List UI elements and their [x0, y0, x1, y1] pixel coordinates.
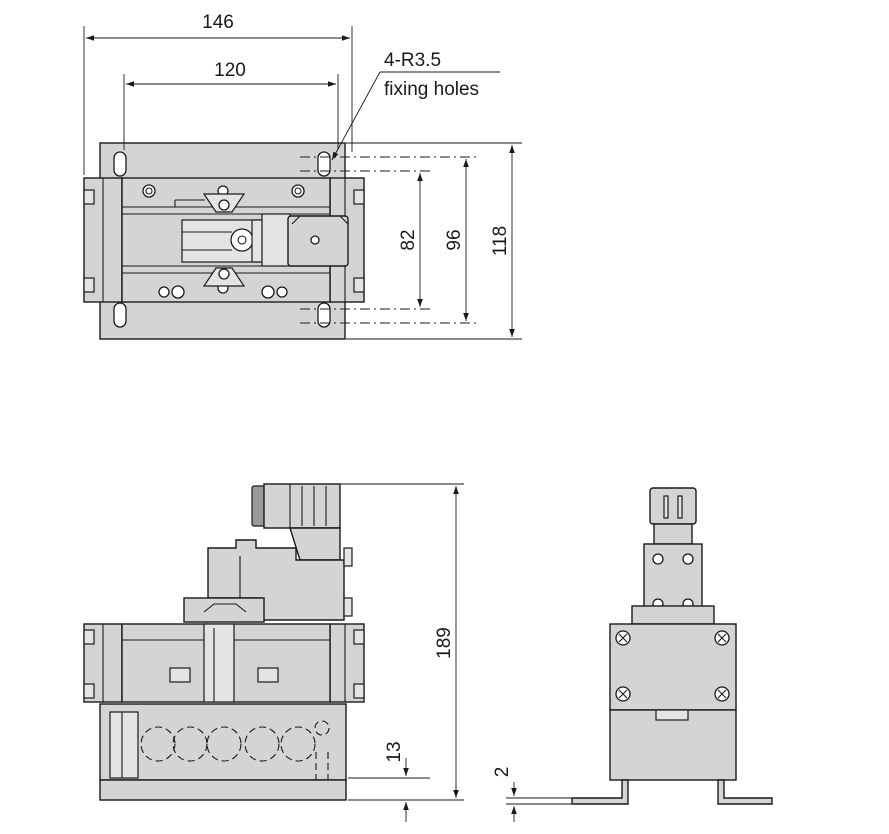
callout-hole-spec: 4-R3.5 [384, 50, 441, 71]
dim-height-holes-inner: 82 [398, 229, 419, 250]
dim-width-holes: 120 [214, 60, 246, 81]
fixing-hole [317, 151, 331, 177]
dim-base-height: 13 [384, 741, 405, 762]
dim-height-overall: 118 [490, 226, 511, 256]
dim-total-height: 189 [434, 627, 455, 659]
dim-height-holes-outer: 96 [444, 229, 465, 250]
fixing-hole [113, 302, 127, 328]
mounting-bracket [571, 779, 629, 805]
dim-bracket-thickness: 2 [492, 767, 513, 778]
fixing-hole [113, 151, 127, 177]
connector-plug-side [649, 487, 697, 525]
front-view: 189 13 [83, 483, 464, 822]
side-view: 2 [492, 487, 773, 822]
dim-width-overall: 146 [202, 12, 234, 33]
callout-hole-label: fixing holes [384, 79, 479, 100]
top-view: 146 120 4-R3.5 fixing holes 82 96 118 [83, 12, 522, 340]
